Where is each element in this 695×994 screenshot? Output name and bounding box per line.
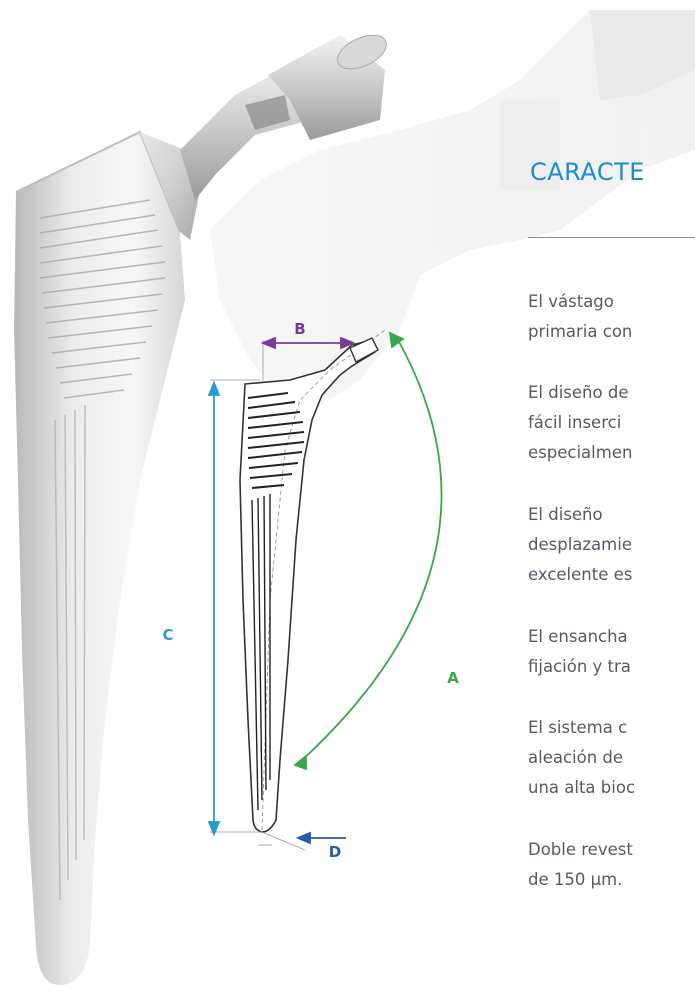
label-b: B xyxy=(294,320,305,338)
paragraph-line: El sistema c xyxy=(528,718,628,737)
paragraph-line: aleación de xyxy=(528,748,624,767)
paragraph-5: El sistema c aleación de una alta bioc xyxy=(528,713,695,803)
label-c: C xyxy=(162,626,173,644)
paragraph-line: fácil inserci xyxy=(528,413,622,432)
paragraph-line: El vástago xyxy=(528,292,614,311)
paragraph-line: una alta bioc xyxy=(528,778,636,797)
paragraph-line: desplazamie xyxy=(528,535,632,554)
paragraph-line: de 150 µm. xyxy=(528,870,623,889)
paragraph-4: El ensancha fijación y tra xyxy=(528,622,695,682)
main-implant xyxy=(14,34,387,985)
paragraph-1: El vástago primaria con xyxy=(528,287,695,347)
paragraph-line: Doble revest xyxy=(528,840,633,859)
label-a: A xyxy=(447,669,459,687)
dimension-diagram: B C A D xyxy=(162,320,459,861)
paragraph-2: El diseño de fácil inserci especialmen xyxy=(528,378,695,468)
paragraph-line: especialmen xyxy=(528,443,633,462)
paragraph-line: El diseño de xyxy=(528,383,629,402)
heading-divider xyxy=(528,237,695,238)
paragraph-6: Doble revest de 150 µm. xyxy=(528,835,695,895)
paragraph-line: fijación y tra xyxy=(528,657,631,676)
paragraph-line: excelente es xyxy=(528,565,633,584)
paragraph-line: El diseño xyxy=(528,505,603,524)
label-d: D xyxy=(329,843,341,861)
section-heading: CARACTE xyxy=(530,158,645,186)
paragraph-line: primaria con xyxy=(528,322,633,341)
paragraph-line: El ensancha xyxy=(528,627,628,646)
paragraph-3: El diseño desplazamie excelente es xyxy=(528,500,695,590)
background-implant xyxy=(210,10,695,420)
